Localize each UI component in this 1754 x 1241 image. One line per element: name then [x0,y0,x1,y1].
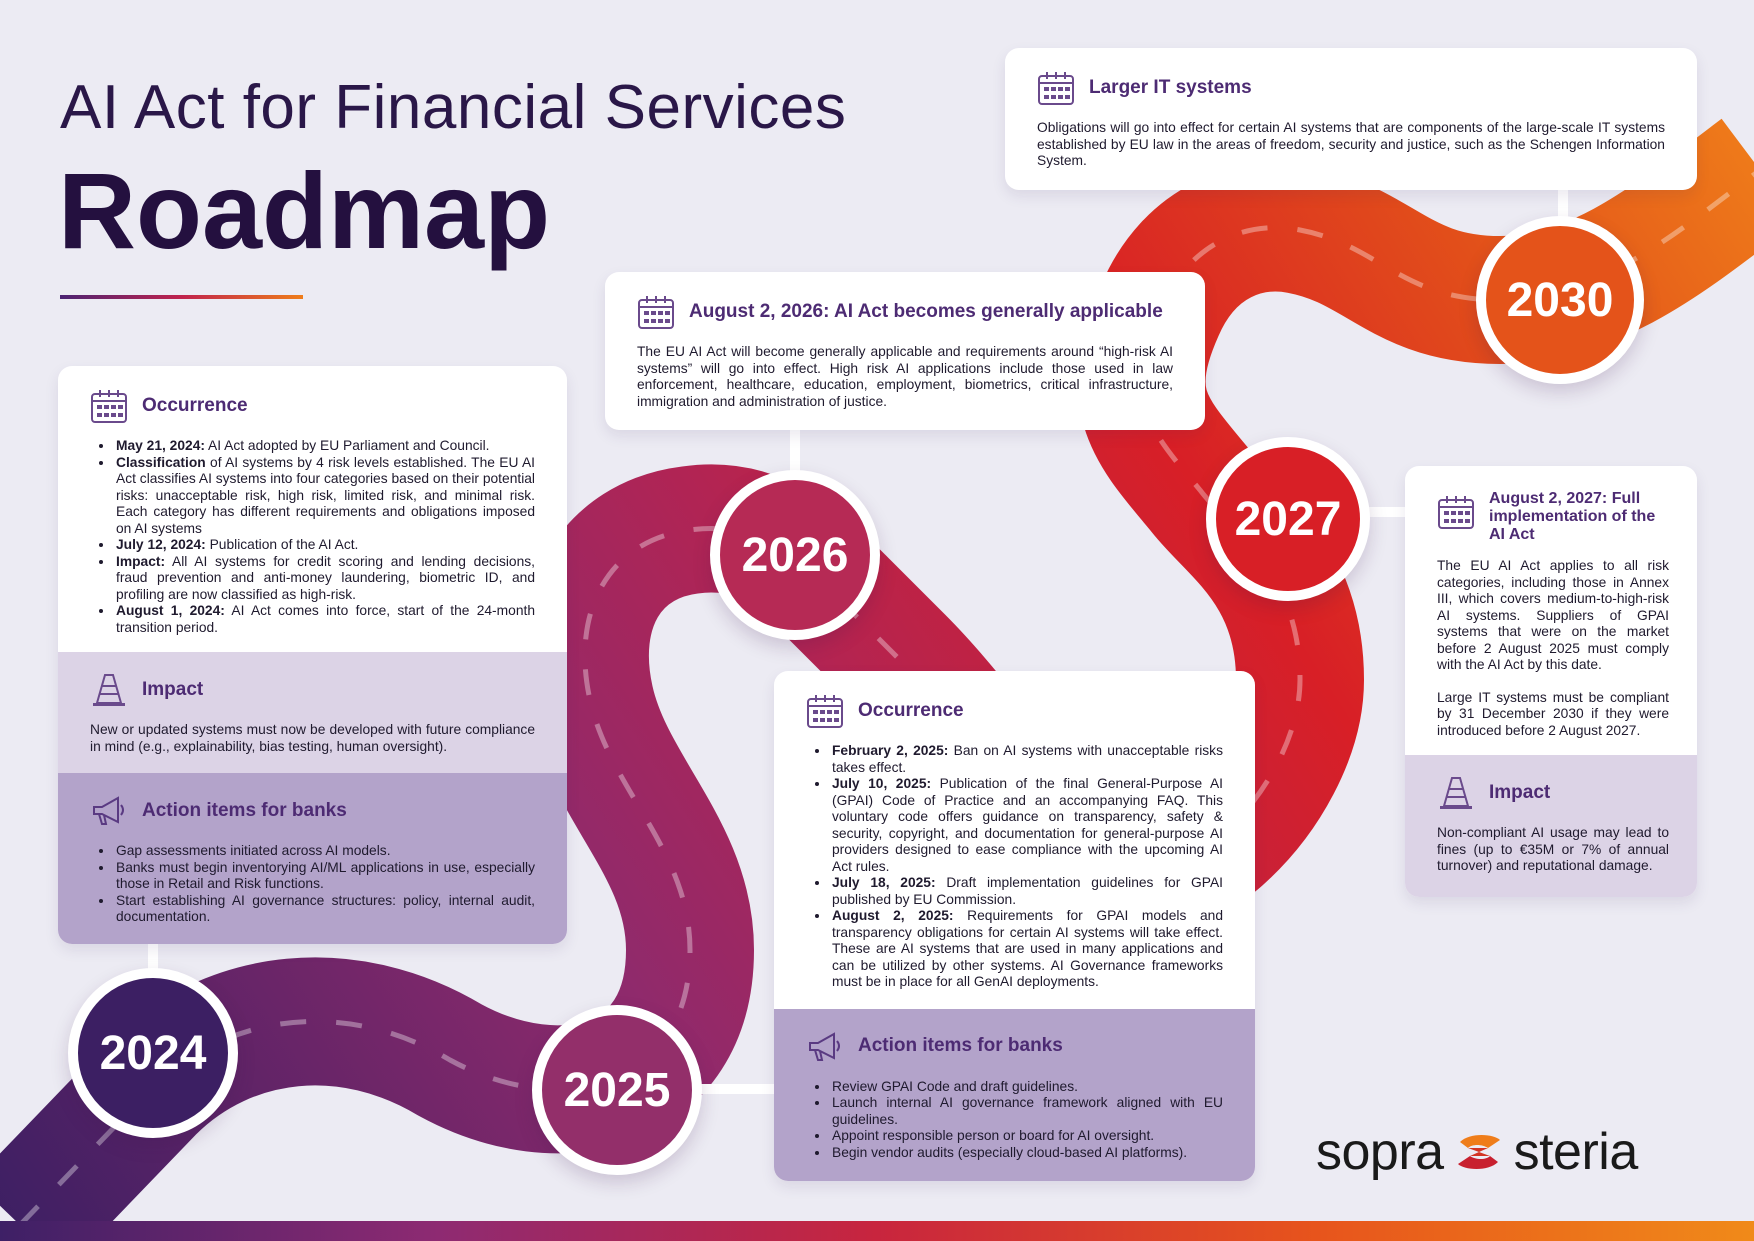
card-2026-text: The EU AI Act will become generally appl… [637,344,1173,409]
year-badge-2030: 2030 [1476,216,1644,384]
occurrence-title: Occurrence [858,699,964,721]
title-underline [60,295,303,299]
megaphone-icon [93,796,124,825]
action-list-2024: Gap assessments initiated across AI mode… [90,843,535,926]
traffic-cone-icon [1440,777,1472,809]
occurrence-list-2025: February 2, 2025: Ban on AI systems with… [806,743,1223,991]
bottom-gradient-bar [0,1221,1754,1241]
connector-2027 [1360,507,1406,517]
card-2027-text-2: Large IT systems must be compliant by 31… [1437,689,1669,738]
list-item: Banks must begin inventorying AI/ML appl… [114,860,535,893]
list-item: Appoint responsible person or board for … [830,1128,1223,1145]
occurrence-list-2024: May 21, 2024: AI Act adopted by EU Parli… [90,438,535,636]
occurrence-title: Occurrence [142,394,248,416]
list-item: Classification of AI systems by 4 risk l… [114,455,535,538]
connector-2024 [148,925,158,975]
card-2027-title: August 2, 2027: Full implementation of t… [1489,490,1656,543]
card-2026: August 2, 2026: AI Act becomes generally… [605,272,1205,430]
action-title: Action items for banks [858,1035,1063,1057]
traffic-cone-icon [93,674,125,706]
card-2030-title: Larger IT systems [1089,76,1252,98]
list-item: Begin vendor audits (especially cloud-ba… [830,1145,1223,1162]
list-item: Impact: All AI systems for credit scorin… [114,554,535,604]
action-title: Action items for banks [142,799,347,821]
impact-title: Impact [142,678,204,700]
list-item: Gap assessments initiated across AI mode… [114,843,535,860]
list-item: July 10, 2025: Publication of the final … [830,776,1223,875]
megaphone-icon [809,1031,840,1061]
logo-text-left: sopra [1316,1123,1444,1181]
card-2030-text: Obligations will go into effect for cert… [1037,120,1665,168]
list-item: July 12, 2024: Publication of the AI Act… [114,537,535,554]
card-2030: Larger IT systems Obligations will go in… [1005,48,1697,190]
logo-text-right: steria [1513,1123,1639,1181]
calendar-icon [91,390,127,423]
list-item: February 2, 2025: Ban on AI systems with… [830,743,1223,776]
page-subtitle: AI Act for Financial Services [60,73,847,142]
list-item: July 18, 2025: Draft implementation guid… [830,875,1223,908]
card-2025: Occurrence February 2, 2025: Ban on AI s… [774,671,1255,1181]
action-list-2025: Review GPAI Code and draft guidelines. L… [806,1079,1223,1162]
year-badge-2026: 2026 [710,470,880,640]
calendar-icon [1038,72,1074,105]
impact-title: Impact [1489,781,1551,803]
connector-2030 [1558,180,1568,225]
impact-text: New or updated systems must now be devel… [90,722,535,754]
page-title: Roadmap [58,150,551,271]
list-item: Review GPAI Code and draft guidelines. [830,1079,1223,1096]
calendar-icon [638,296,674,329]
list-item: August 1, 2024: AI Act comes into force,… [114,603,535,636]
year-badge-2027: 2027 [1206,437,1370,601]
list-item: Start establishing AI governance structu… [114,893,535,926]
impact-text: Non-compliant AI usage may lead to fines… [1437,825,1669,873]
card-2026-title: August 2, 2026: AI Act becomes generally… [689,300,1163,322]
list-item: August 2, 2025: Requirements for GPAI mo… [830,908,1223,991]
calendar-icon [1438,496,1474,529]
list-item: Launch internal AI governance framework … [830,1095,1223,1128]
calendar-icon [807,695,843,728]
card-2024: Occurrence May 21, 2024: AI Act adopted … [58,366,567,944]
sopra-steria-logo: sopra steria [1316,1122,1638,1182]
logo-mark-icon [1457,1135,1500,1169]
card-2027: August 2, 2027: Full implementation of t… [1405,466,1697,897]
connector-2025 [700,1084,780,1094]
list-item: May 21, 2024: AI Act adopted by EU Parli… [114,438,535,455]
card-2027-text-1: The EU AI Act applies to all risk catego… [1437,558,1669,672]
year-badge-2025: 2025 [532,1005,702,1175]
year-badge-2024: 2024 [68,968,238,1138]
connector-2026 [790,420,800,480]
